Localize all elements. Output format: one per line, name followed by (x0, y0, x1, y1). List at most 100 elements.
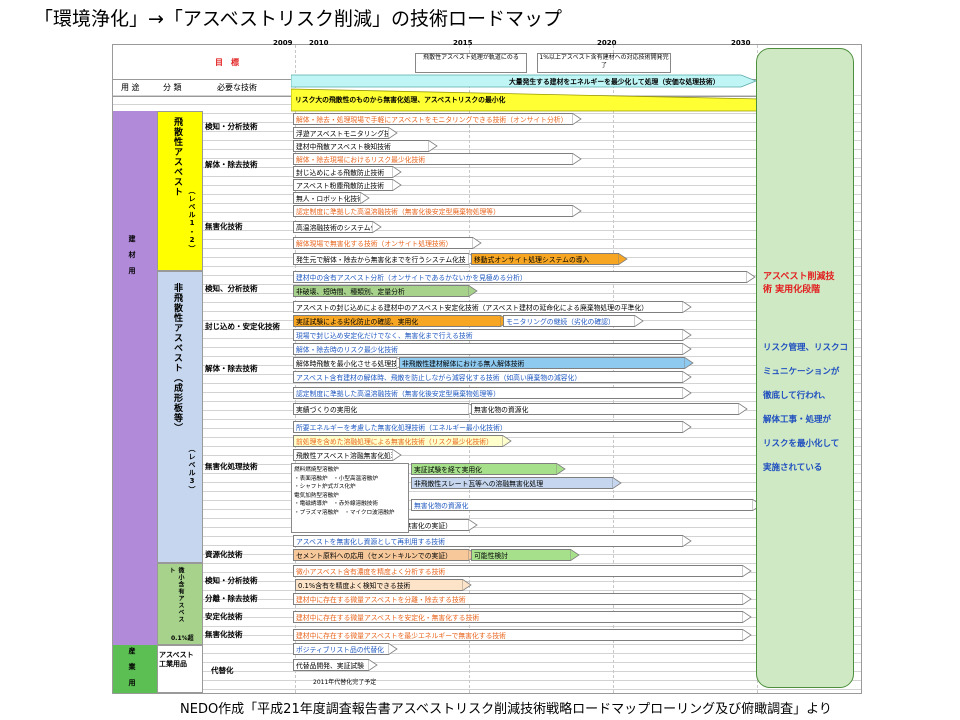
bar-arrow-head (618, 253, 628, 265)
friable-level: （レベル1・2） (188, 187, 196, 253)
milestone-1: 飛散性アスベスト処理が軌道にのる (415, 53, 527, 73)
roadmap-bar: 非飛散性建材解体における無人解体技術 (399, 357, 685, 369)
melt-furnace-box: 燃料燃焼型溶融炉 ・表面溶融炉 ・小型高温溶融炉 ・シャフト炉式ガス化炉 電気加… (291, 463, 409, 533)
roadmap-bar: 2011年代替化完了予定 (313, 679, 377, 686)
year-2020: 2020 (597, 39, 617, 47)
grid-row-line (113, 626, 861, 627)
grid-row-line (113, 131, 861, 132)
target-label: 目 標 (215, 58, 239, 67)
bar-arrow-head (684, 357, 694, 369)
milestone-2-text: 1%以上アスベスト含有建材への対応技術開発完了 (539, 54, 669, 69)
roadmap-bar: 微小アスベスト含有濃度を精度よく分析する技術 (293, 565, 743, 577)
roadmap-bar: 解体現場で無害化する技術（オンサイト処理技術） (293, 237, 473, 249)
subcat-detect3: 検知・分析技術 (205, 576, 258, 585)
grid-row-line (113, 293, 861, 294)
nonfriable-bg (157, 271, 203, 563)
melt-l2: ・表面溶融炉 ・小型高温溶融炉 (294, 475, 378, 482)
year-line-2015 (469, 45, 470, 693)
bar-arrow-head (462, 579, 472, 591)
bar-arrow-head (742, 565, 752, 577)
roadmap-bar: 実証試験による劣化防止の確認、実用化 (293, 315, 501, 327)
roadmap-bar: 認定制度に準拠した高温溶融技術（無害化後安定型廃棄物処理等） (293, 387, 683, 399)
bar-arrow-head (392, 179, 402, 191)
roadmap-bar: 移動式オンサイト処理システムの導入 (471, 253, 619, 265)
grid-row-line (113, 185, 861, 186)
friable-label: 飛散性アスベスト (172, 117, 182, 197)
use-industrial-bg (113, 645, 157, 693)
stage-line-2: 術 実用化段階 (763, 285, 821, 295)
bar-arrow-head (682, 343, 692, 355)
roadmap-bar: 実証試験を経て実用化 (411, 463, 557, 475)
grid-row-line (113, 419, 861, 420)
roadmap-bar: 無害化物の資源化 (471, 403, 739, 415)
subcat-substitute: 代替化 (211, 666, 234, 675)
roadmap-bar: 浮遊アスベストモニタリング技術 (293, 127, 389, 139)
roadmap-bar: 飛散性アスベスト溶融無害化処理 (293, 449, 393, 461)
roadmap-bar: 無人・ロボット化技術 (293, 192, 361, 204)
grid-row-line (113, 491, 861, 492)
bar-arrow-head (572, 153, 582, 165)
roadmap-bar: 封じ込めによる飛散防止技術 (293, 166, 393, 178)
roadmap-bar: 現場で封じ込め安定化だけでなく、無害化まで行える技術 (293, 329, 683, 341)
grid-row-line (113, 644, 861, 645)
roadmap-bar: アスベストの封じ込めによる建材中のアスベスト安定化技術（アスベスト建材の延命化に… (293, 301, 683, 313)
roadmap-bar: 認定制度に準拠した高温溶融技術（無害化後安定型廃棄物処理等） (293, 205, 573, 217)
bar-arrow-head (388, 643, 398, 655)
subcat-contain2: 封じ込め・安定化技術 (205, 322, 280, 331)
grid-row-line (113, 149, 861, 150)
roadmap-bar: 前処理を含めた溶融処理による無害化技術（リスク最少化技術） (293, 435, 503, 447)
grid-row-line (113, 383, 861, 384)
year-line-2020 (613, 45, 614, 693)
bar-arrow-head (468, 519, 478, 531)
grid-row-line (113, 455, 861, 456)
roadmap-bar: 高温溶融技術のシステム化 (293, 221, 373, 233)
roadmap-bar: 無害化物の資源化 (411, 499, 753, 511)
roadmap-bar: 建材中に存在する微量アスベストを最少エネルギーで無害化する技術 (293, 629, 743, 641)
grid-row-line (113, 653, 861, 654)
grid-row-line (113, 239, 861, 240)
grid-row-line (113, 563, 861, 564)
bar-arrow-head (572, 205, 582, 217)
goal-shapes (291, 74, 761, 112)
bar-arrow-head (368, 659, 378, 671)
grid-row-line (113, 581, 861, 582)
source-footer: NEDO作成「平成21年度調査報告書アスベストリスク削減技術戦略ロードマップロー… (180, 702, 832, 717)
stage-line-1: アスベスト削減技 (763, 272, 835, 282)
subcat-resource2: 資源化技術 (205, 550, 243, 559)
grid-row-line (113, 680, 861, 681)
roadmap-bar: 非破壊、短時間、種類別、定量分析 (293, 285, 469, 297)
outcome-line-3: 徹底して行われ、 (763, 391, 831, 401)
bar-arrow-head (572, 113, 582, 125)
roadmap-bar: 可能性検討 (471, 549, 571, 561)
grid-row-line (113, 203, 861, 204)
outcome-line-4: 解体工事・処理が (763, 415, 832, 425)
grid-row-line (113, 176, 861, 177)
subcat-detect2: 検知、分析技術 (205, 284, 258, 293)
subcat-detox3: 無害化技術 (205, 630, 243, 639)
grid-row-line (113, 689, 861, 690)
trace-label: 微小含有アスベスト (168, 567, 184, 623)
nonfriable-level: （レベル3） (188, 445, 196, 494)
bar-arrow-head (428, 140, 438, 152)
outcome-panel: アスベスト削減技 術 実用化段階 リスク管理、リスクコ ミュニケーションが 徹底… (756, 48, 854, 688)
friable-bg (157, 111, 203, 271)
roadmap-bar: 所要エネルギーを考慮した無害化処理技術（エネルギー最小化技術） (293, 421, 683, 433)
col-tech: 必要な技術 (217, 83, 257, 92)
page-title: 「環境浄化」→「アスベストリスク削減」の技術ロードマップ (34, 8, 562, 30)
grid-row-line (113, 284, 861, 285)
grid-row-line (113, 221, 861, 222)
industrial-bg (157, 645, 203, 693)
outcome-line-1: リスク管理、リスクコ (763, 343, 849, 353)
bar-arrow-head (392, 166, 402, 178)
roadmap-bar: ポジティブリスト品の代替化 (293, 643, 389, 655)
bar-arrow-head (360, 192, 370, 204)
grid-row-line (113, 671, 861, 672)
use-industrial-label: 産 業 用 (128, 647, 136, 687)
roadmap-bar: 代替品開発、実証試験 (293, 659, 369, 671)
outcome-line-6: 実施されている (763, 463, 823, 473)
melt-l6: ・プラズマ溶融炉 ・マイクロ波溶融炉 (294, 509, 395, 516)
outcome-line-5: リスクを最小化して (763, 439, 840, 449)
goal-2-text: リスク大の飛散性のものから無害化処理、アスベストリスクの最小化 (295, 96, 506, 104)
goal-1-shape (291, 74, 758, 88)
grid-row-line (113, 608, 861, 609)
